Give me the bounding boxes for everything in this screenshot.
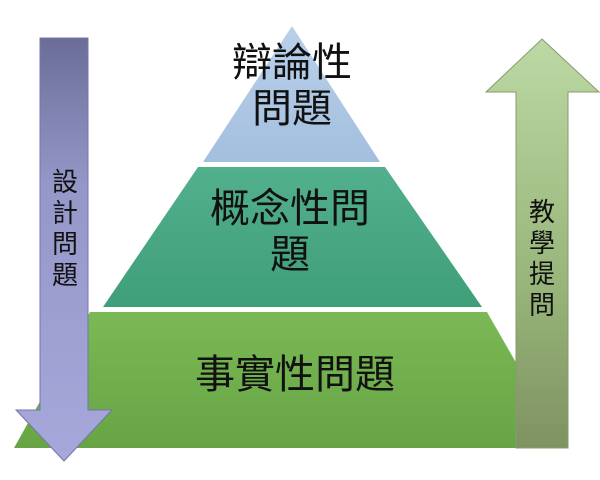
tier-label-bottom: 事實性問題 xyxy=(160,352,430,398)
tier-label-line: 問題 xyxy=(252,86,332,132)
tier-label-line: 題 xyxy=(270,232,310,278)
tier-label-top: 辯論性 問題 xyxy=(212,40,372,132)
tier-label-line: 事實性問題 xyxy=(195,352,395,398)
tier-label-line: 概念性問 xyxy=(210,186,370,232)
tier-label-line: 辯論性 xyxy=(232,40,352,86)
up-arrow-icon xyxy=(484,38,600,449)
down-arrow-icon xyxy=(14,37,114,462)
pyramid-tier-bottom xyxy=(14,312,565,448)
right-arrow-label: 教學提問 xyxy=(528,198,555,321)
left-arrow-label: 設計問題 xyxy=(51,168,78,291)
pyramid-tier-middle xyxy=(103,167,482,307)
tier-label-middle: 概念性問 題 xyxy=(180,186,400,278)
pyramid-tier-top xyxy=(203,26,380,162)
